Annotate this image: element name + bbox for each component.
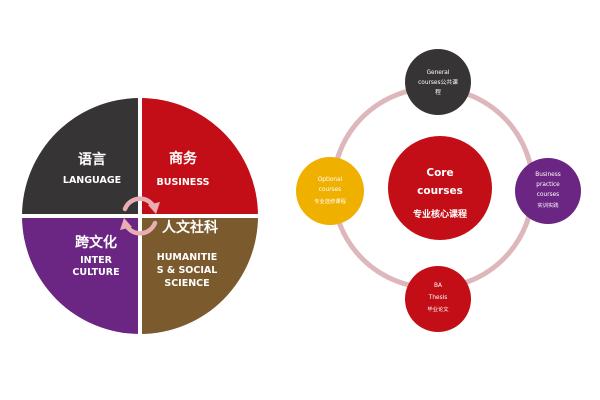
business-practice-courses-circle: [515, 158, 581, 224]
humanities-label-zh: 人文社科: [162, 219, 218, 236]
optional-courses-circle: [296, 157, 364, 225]
course-cycle: Core courses 专业核心课程 General courses公共课 程…: [296, 49, 581, 332]
optional-courses-label-line2: courses: [319, 187, 341, 193]
inter-culture-label-zh: 跨文化: [75, 234, 117, 251]
humanities-quadrant: [140, 216, 258, 334]
ba-thesis-circle: [405, 266, 471, 332]
general-courses-label-line2: courses公共课: [418, 78, 458, 86]
ba-thesis-label-line2: Thesis: [428, 295, 447, 301]
humanities-label-en-line1: HUMANITIE: [157, 252, 217, 263]
general-courses-label-line3: 程: [435, 88, 441, 96]
core-courses-label-zh: 专业核心课程: [413, 208, 467, 220]
business-label-zh: 商务: [169, 150, 198, 167]
business-quadrant: [140, 98, 258, 216]
cycle-arrows-icon: [120, 196, 160, 236]
language-quadrant: [22, 98, 140, 216]
inter-culture-quadrant: [22, 216, 140, 334]
humanities-label-en-line2: S & SOCIAL: [157, 265, 218, 276]
ba-thesis-label-line1: BA: [434, 283, 442, 289]
language-label-en: LANGUAGE: [63, 175, 121, 186]
inter-culture-label-en-line1: INTER: [80, 255, 112, 266]
business-practice-label-zh: 实训实践: [537, 201, 559, 209]
ba-thesis-label-zh: 毕业论文: [427, 305, 449, 313]
business-practice-label-line2: practice: [536, 182, 560, 188]
business-practice-label-line1: Business: [535, 172, 561, 178]
business-practice-label-line3: courses: [537, 192, 559, 198]
core-courses-label-line1: Core: [426, 167, 453, 179]
language-label-zh: 语言: [78, 151, 106, 168]
business-label-en: BUSINESS: [156, 177, 209, 188]
core-courses-label-line2: courses: [417, 185, 463, 197]
general-courses-circle: [405, 49, 471, 115]
quadrant-wheel: 语言 LANGUAGE 商务 BUSINESS 跨文化 INTER CULTUR…: [20, 96, 260, 336]
inter-culture-label-en-line2: CULTURE: [72, 267, 119, 278]
core-courses-circle: [388, 136, 492, 240]
optional-courses-label-line1: Optional: [318, 177, 343, 183]
general-courses-label-line1: General: [427, 70, 450, 76]
humanities-label-en-line3: SCIENCE: [164, 278, 209, 289]
optional-courses-label-zh: 专业选修课程: [314, 197, 346, 205]
